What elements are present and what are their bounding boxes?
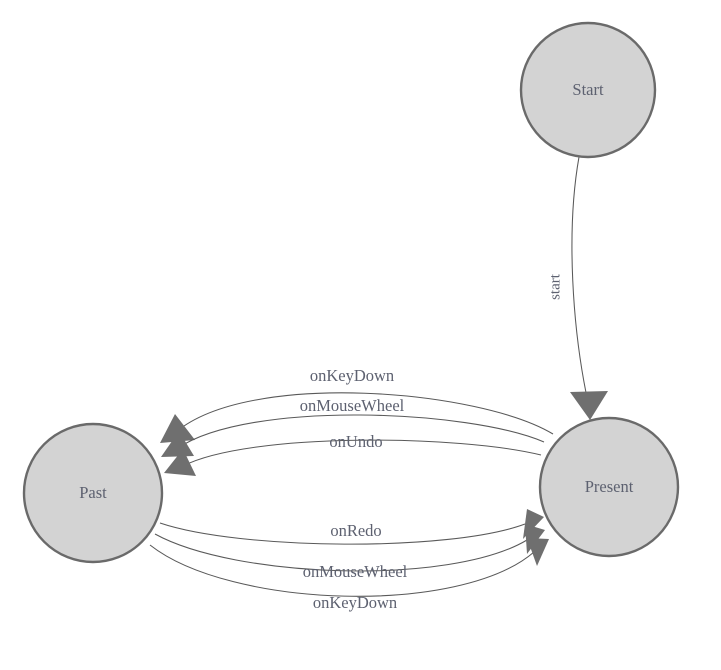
edge-label-present-past-onmousewheel: onMouseWheel bbox=[300, 396, 405, 415]
edge-label-present-past-onundo: onUndo bbox=[329, 432, 382, 451]
edge-label-past-present-onredo: onRedo bbox=[330, 521, 381, 540]
node-present-label: Present bbox=[585, 477, 634, 496]
node-present-circle bbox=[538, 416, 680, 558]
edge-path-start-present bbox=[571, 156, 590, 408]
arrowhead-present-past-onmousewheel bbox=[161, 431, 194, 457]
edge-label-present-past-onkeydown: onKeyDown bbox=[310, 366, 394, 385]
edge-group bbox=[149, 156, 608, 597]
edge-path-past-present-onredo bbox=[159, 522, 526, 545]
edge-path-past-present-onmousewheel bbox=[154, 533, 528, 572]
node-start-label: Start bbox=[572, 80, 604, 99]
edge-label-group: start onKeyDown onMouseWheel onUndo onRe… bbox=[300, 273, 564, 612]
node-present[interactable]: Present bbox=[538, 416, 680, 558]
edge-present-to-past-onkeydown[interactable] bbox=[160, 392, 554, 443]
node-past-circle bbox=[22, 422, 164, 564]
edge-path-present-past-onundo bbox=[182, 439, 542, 467]
edge-path-present-past-onkeydown bbox=[175, 392, 554, 435]
node-past-label: Past bbox=[79, 483, 107, 502]
node-start-circle bbox=[519, 21, 657, 159]
node-start[interactable]: Start bbox=[519, 21, 657, 159]
edge-start-to-present[interactable] bbox=[570, 156, 608, 420]
edge-path-past-present-onkeydown bbox=[149, 544, 535, 597]
edge-label-start: start bbox=[547, 273, 563, 300]
edge-past-to-present-onkeydown[interactable] bbox=[149, 538, 549, 597]
arrowhead-present-past-onundo bbox=[164, 449, 196, 476]
arrowhead-present-past-onkeydown bbox=[160, 414, 195, 443]
edge-label-past-present-onmousewheel: onMouseWheel bbox=[303, 562, 408, 581]
edge-label-past-present-onkeydown: onKeyDown bbox=[313, 593, 397, 612]
node-group: Start Present Past bbox=[22, 21, 680, 564]
edge-present-to-past-onundo[interactable] bbox=[164, 439, 542, 476]
edge-present-to-past-onmousewheel[interactable] bbox=[161, 414, 545, 457]
arrowhead-start-present bbox=[570, 391, 608, 420]
arrowhead-past-present-onkeydown bbox=[527, 538, 549, 566]
node-past[interactable]: Past bbox=[22, 422, 164, 564]
edge-path-present-past-onmousewheel bbox=[177, 414, 545, 449]
